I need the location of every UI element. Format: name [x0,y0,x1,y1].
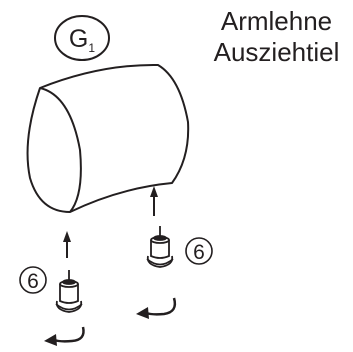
armrest-front-face-edge [39,87,82,213]
step-number-left: 6 [19,266,47,294]
part-label-g1: G1 [54,15,110,61]
armrest-body-outline [26,63,190,213]
step-number-right: 6 [185,237,213,265]
glide-foot-left [55,270,83,313]
part-title-line1: Armlehne [220,6,333,36]
step-number-right-text: 6 [193,241,205,264]
armrest-extension-part [26,63,190,213]
part-title-line2: Ausziehtiel [213,37,340,67]
step-number-left-text: 6 [27,270,39,293]
insert-arrows [63,186,158,258]
rotate-arrow-left [44,326,85,346]
part-label-letter: G1 [69,25,95,55]
part-title: Armlehne Ausziehtiel [200,6,353,68]
glide-foot-right [146,226,174,268]
rotate-arrow-right [136,297,177,319]
part-label-circle [54,15,110,61]
part-label-subscript: 1 [88,41,95,55]
arrow-up-right [150,186,158,216]
arrow-up-left [63,231,71,258]
